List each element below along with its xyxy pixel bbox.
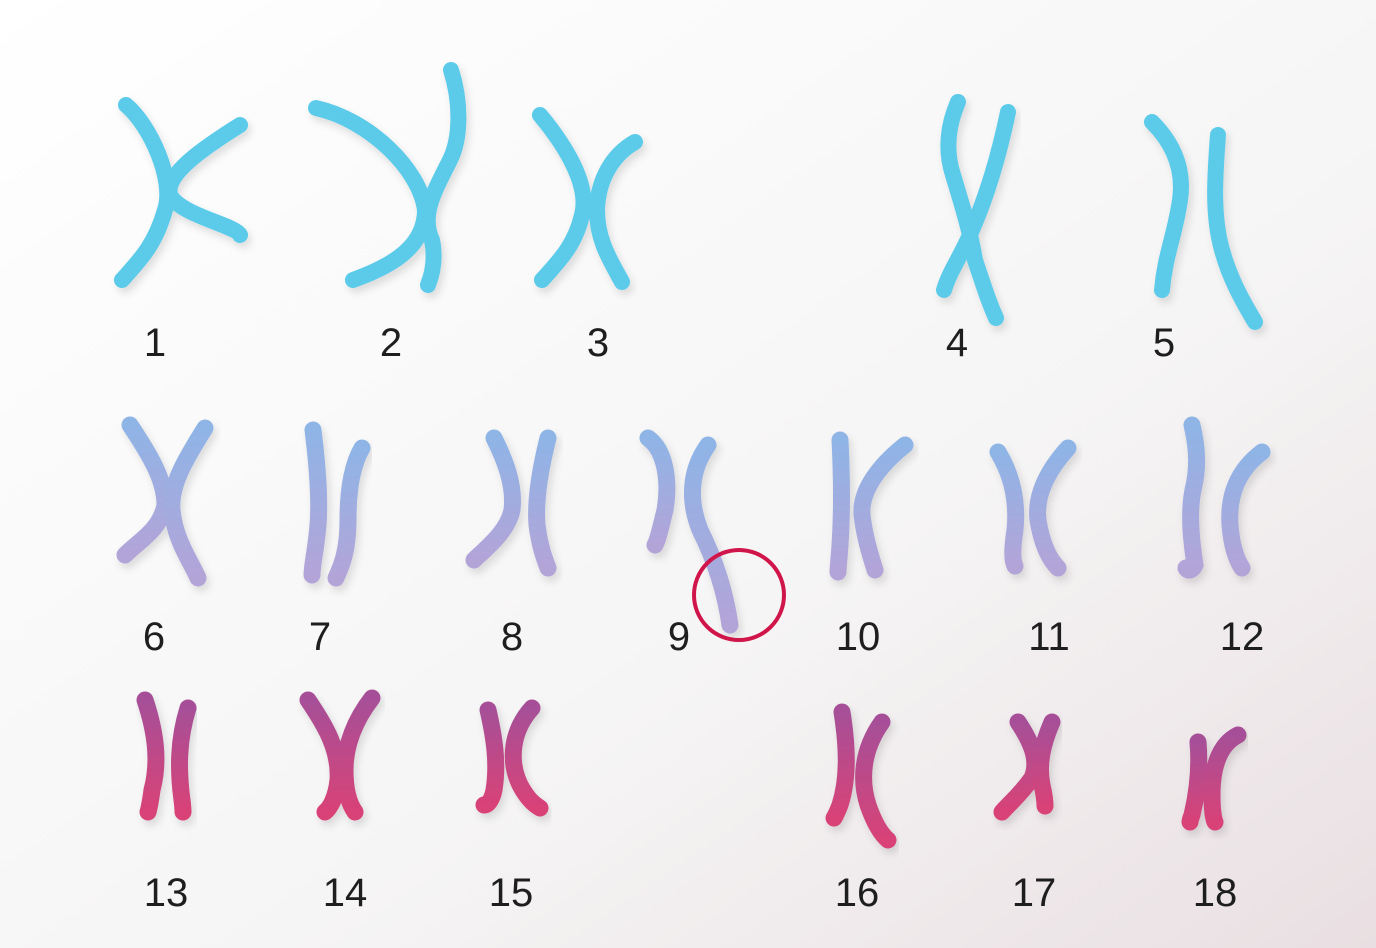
label-8: 8 bbox=[501, 615, 523, 659]
label-4: 4 bbox=[946, 321, 968, 365]
label-1: 1 bbox=[144, 321, 166, 365]
label-10: 10 bbox=[836, 615, 881, 659]
label-18: 18 bbox=[1193, 871, 1238, 915]
label-12: 12 bbox=[1220, 615, 1265, 659]
label-9: 9 bbox=[668, 615, 690, 659]
label-3: 3 bbox=[587, 321, 609, 365]
label-7: 7 bbox=[309, 615, 331, 659]
label-5: 5 bbox=[1153, 321, 1175, 365]
label-15: 15 bbox=[489, 871, 534, 915]
label-17: 17 bbox=[1012, 871, 1057, 915]
label-14: 14 bbox=[323, 871, 368, 915]
label-2: 2 bbox=[380, 321, 402, 365]
label-11: 11 bbox=[1028, 615, 1070, 659]
label-13: 13 bbox=[144, 871, 189, 915]
label-6: 6 bbox=[143, 615, 165, 659]
label-16: 16 bbox=[835, 871, 880, 915]
